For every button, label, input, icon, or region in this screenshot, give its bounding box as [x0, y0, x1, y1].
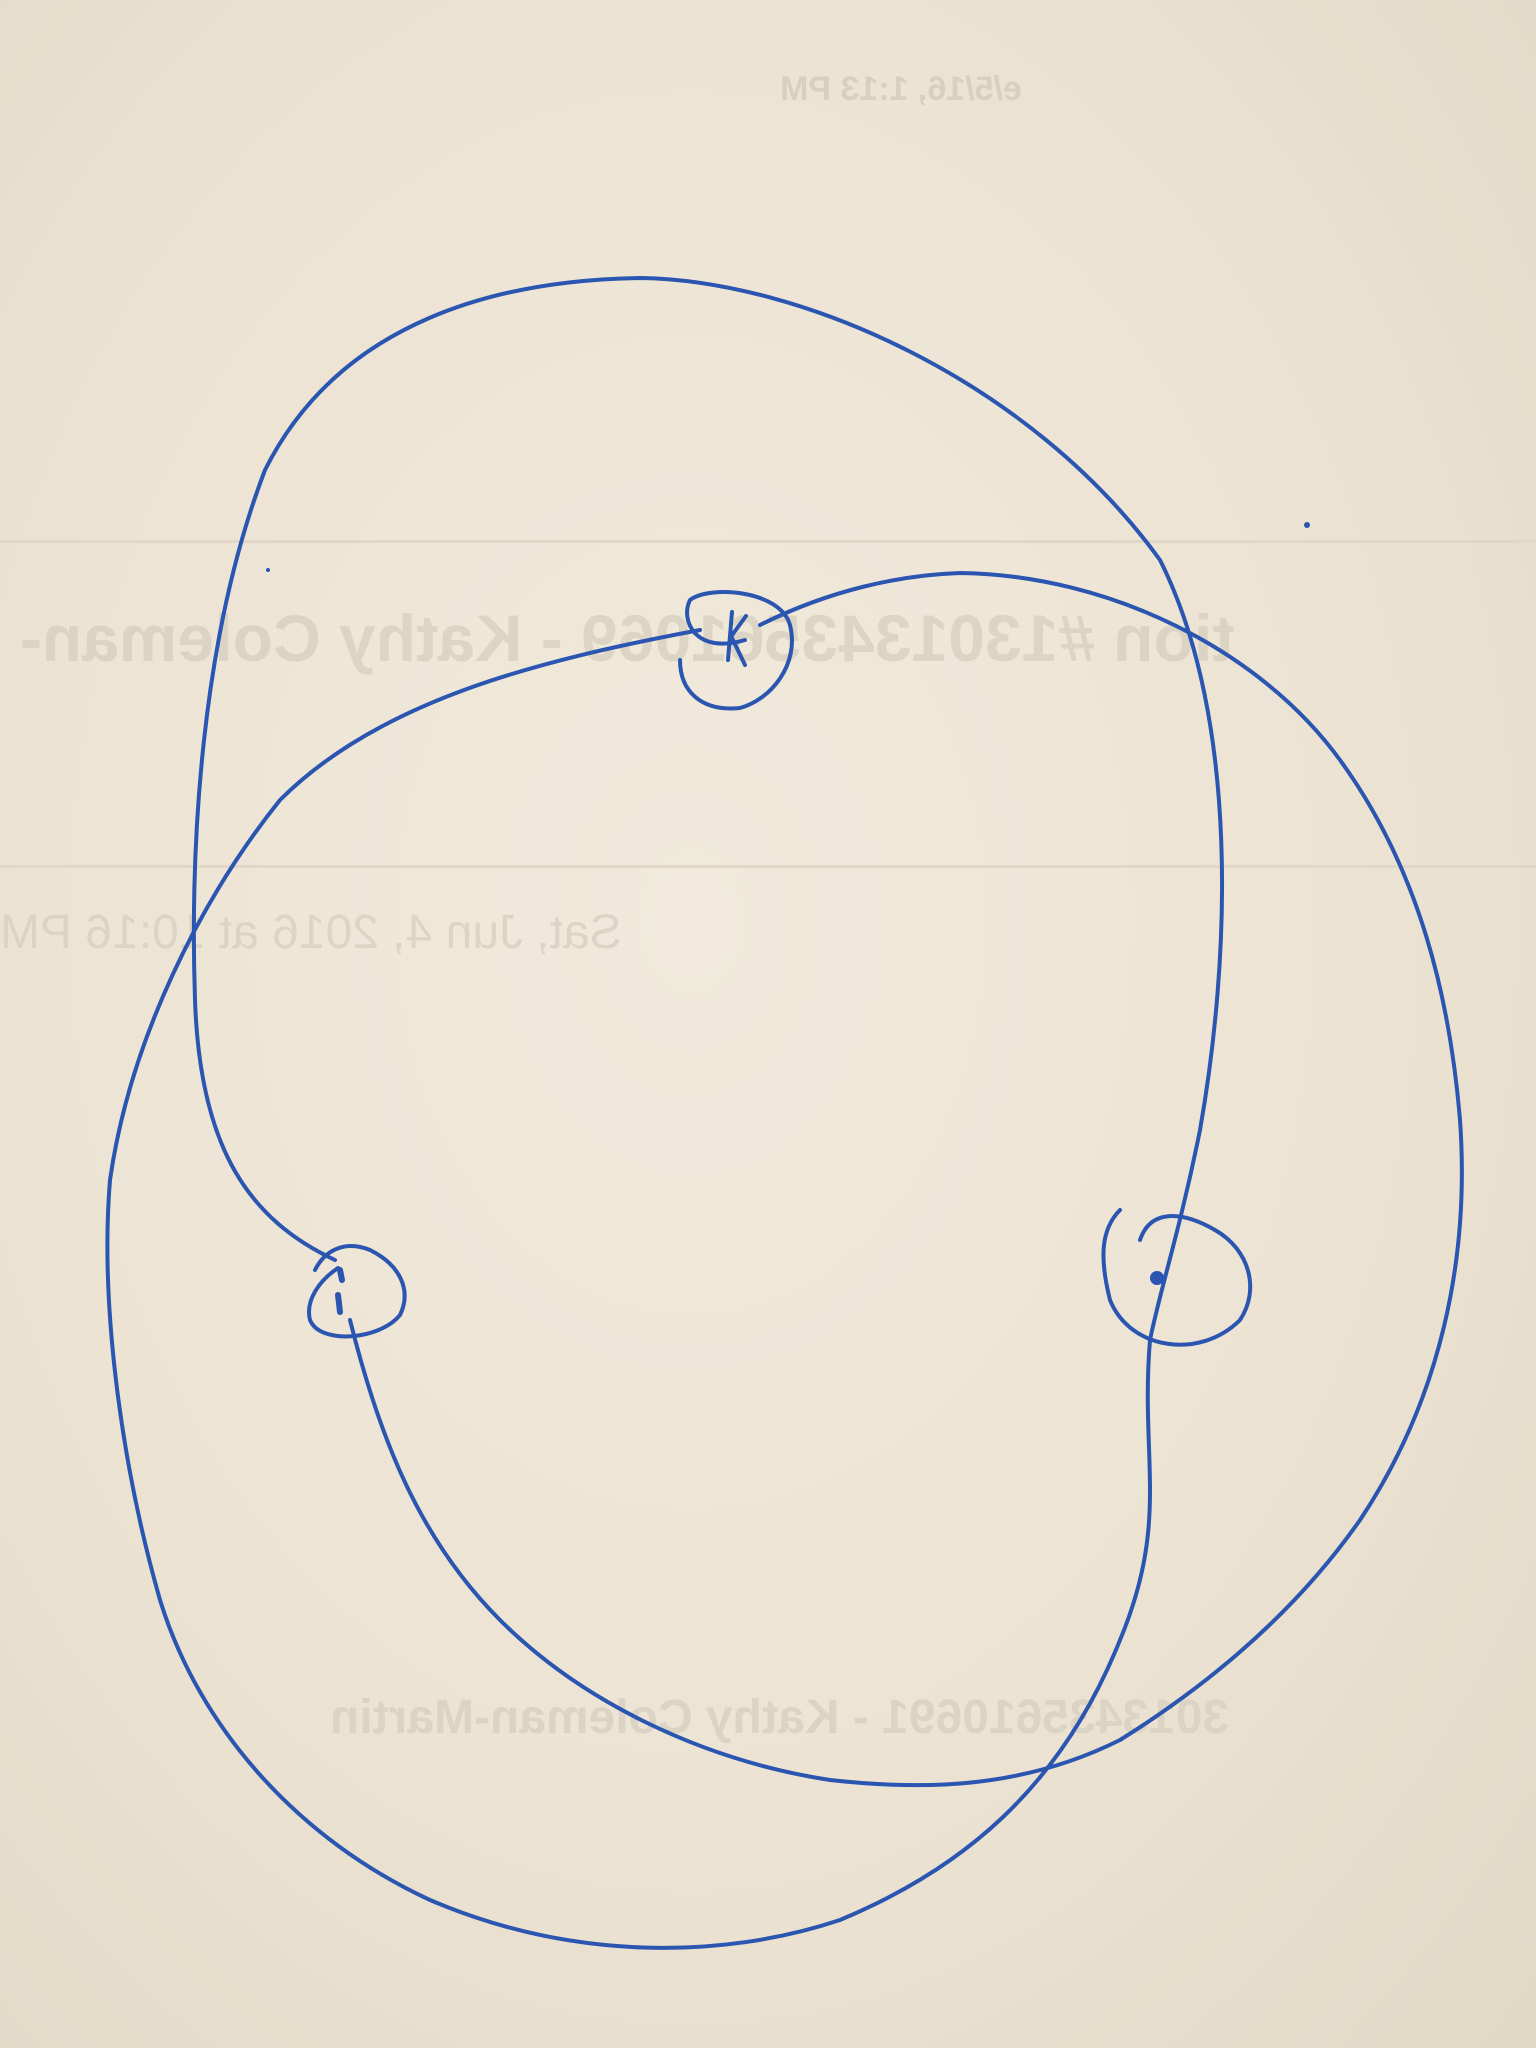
ink-node-right: [1101, 1208, 1253, 1347]
ink-dot: [1304, 522, 1310, 528]
ink-loop-right-wide: [348, 571, 1464, 1788]
ink-node-left: [307, 1244, 407, 1339]
ink-loop-outer-tall: [105, 276, 1225, 1950]
ink-dot: [266, 568, 270, 572]
bleed-through-divider: [0, 865, 1536, 868]
ink-node-top: [678, 590, 794, 711]
ink-mark-right: [1150, 1271, 1164, 1285]
ink-mark-top: [726, 610, 748, 667]
ink-mark-left: [335, 1267, 345, 1315]
bleed-through-divider: [0, 540, 1536, 543]
